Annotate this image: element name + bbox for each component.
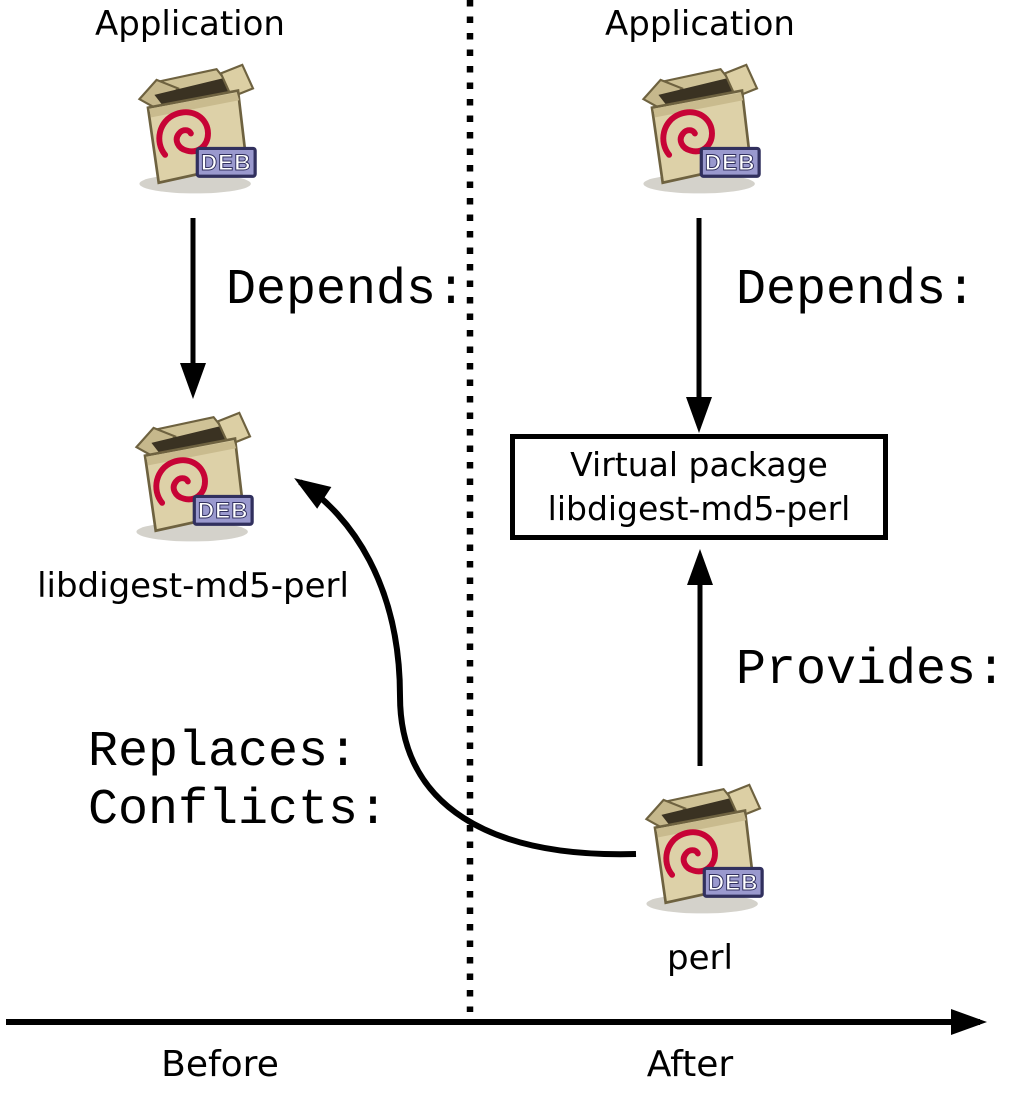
before-label: Before [161,1044,279,1085]
virtual-package-box-line1: Virtual package [570,445,828,485]
application-label-after: Application [605,4,795,44]
provides-label: Provides: [736,642,1007,699]
virtual-package-box: Virtual package libdigest-md5-perl [510,434,888,540]
libdigest-md5-perl-label: libdigest-md5-perl [37,566,349,606]
replaces-label: Replaces: [88,724,359,781]
deb-badge-label: DEB [198,498,249,523]
virtual-package-box-line2: libdigest-md5-perl [547,489,851,528]
application-package-icon-after: DEB [622,52,772,202]
depends-label-before: Depends: [226,262,467,319]
libdigest-md5-perl-package-icon: DEB [115,400,265,550]
after-label: After [646,1044,734,1085]
perl-label: perl [667,938,733,978]
deb-badge-label: DEB [705,150,756,175]
depends-label-after: Depends: [736,262,977,319]
deb-badge-label: DEB [708,870,759,895]
conflicts-label: Conflicts: [88,782,389,839]
application-package-icon-before: DEB [118,52,268,202]
application-label-before: Application [95,4,285,44]
deb-badge-label: DEB [201,150,252,175]
perl-package-icon: DEB [625,772,775,922]
